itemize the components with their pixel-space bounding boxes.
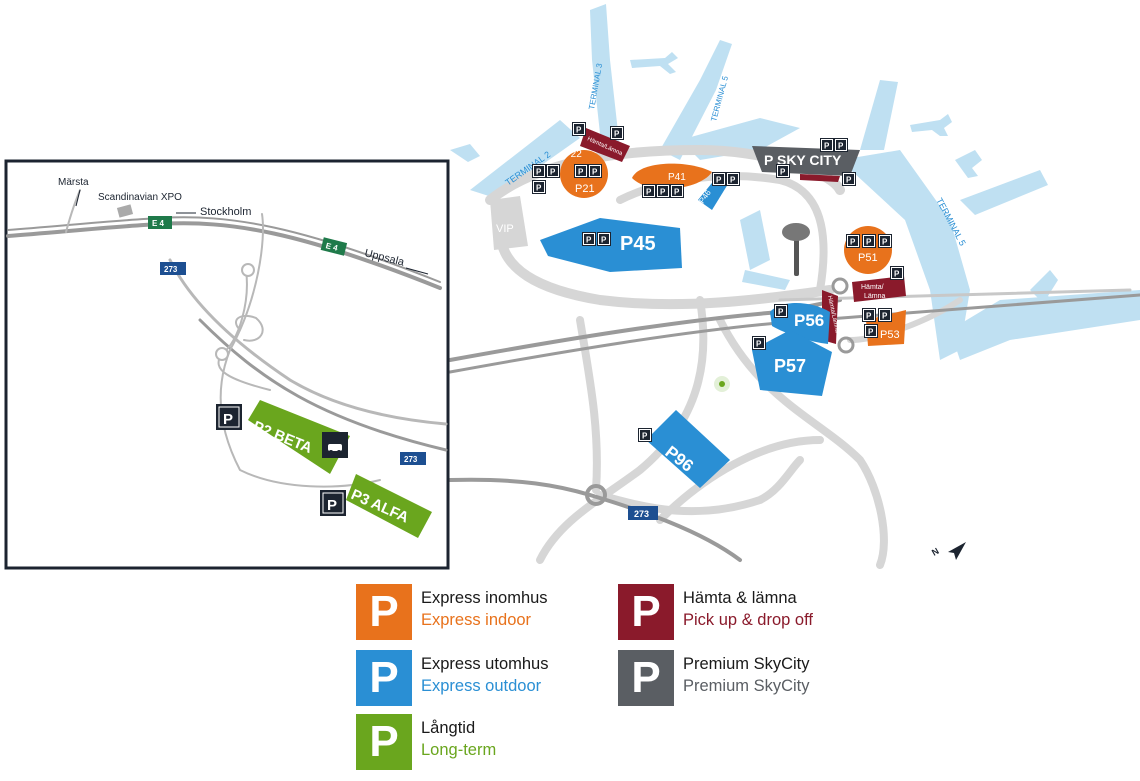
pickup-strip — [800, 174, 840, 182]
legend-label-en: Express indoor — [421, 611, 532, 629]
roundabout — [837, 336, 855, 354]
plane-icon — [450, 52, 1060, 308]
legend-pickup: P Hämta & lämna Pick up & drop off — [618, 584, 813, 640]
legend-label-en: Express outdoor — [421, 677, 542, 695]
place-xpo: Scandinavian XPO — [98, 192, 182, 203]
legend-premium: P Premium SkyCity Premium SkyCity — [618, 650, 810, 706]
lot-p21-label: P21 — [575, 183, 595, 195]
lot-p96[interactable] — [646, 410, 730, 488]
road-273-sign — [628, 506, 658, 520]
legend-label-sv: Express utomhus — [421, 655, 549, 673]
lot-p51-label: P51 — [858, 252, 878, 264]
lot-p22-label: P22 — [564, 149, 582, 160]
legend-swatch: P — [618, 650, 674, 706]
place-stockholm: Stockholm — [200, 206, 251, 218]
flower-icon — [714, 376, 730, 392]
parking-icon: P — [216, 404, 242, 430]
svg-text:N: N — [930, 546, 941, 558]
lot-p56-label: P56 — [794, 311, 824, 330]
legend-swatch: P — [356, 584, 412, 640]
svg-text:E 4: E 4 — [325, 241, 339, 253]
pickup-p22[interactable] — [580, 128, 630, 162]
legend-long-term: P Långtid Long-term — [356, 714, 496, 770]
terminal-buildings — [470, 4, 1140, 360]
lot-sky-city-label: P SKY CITY — [764, 152, 842, 168]
svg-text:P: P — [223, 411, 233, 428]
svg-text:E 4: E 4 — [152, 219, 165, 228]
airport-map[interactable]: P VI — [0, 0, 1140, 580]
inset-roundabout — [215, 347, 229, 361]
roundabout — [831, 277, 849, 295]
pickup-p51-label-1: Hämta/ — [861, 284, 884, 291]
parking-icon: P — [320, 490, 346, 516]
lot-p51[interactable] — [844, 226, 892, 274]
lot-p57-label: P57 — [774, 356, 806, 376]
e4-sign — [148, 216, 172, 229]
road-273-label: 273 — [634, 509, 649, 519]
svg-text:273: 273 — [404, 455, 418, 464]
pickup-p51-label-2: Lämna — [864, 293, 886, 300]
legend-swatch: P — [356, 714, 412, 770]
road-273-sign — [400, 452, 426, 465]
arrow-icon — [75, 189, 81, 207]
lot-p53-label: P53 — [880, 329, 900, 341]
svg-text:273: 273 — [164, 265, 178, 274]
vip-area — [490, 196, 528, 250]
svg-text:P: P — [327, 497, 337, 514]
legend-label-sv: Premium SkyCity — [683, 655, 810, 673]
vip-label: VIP — [496, 223, 514, 235]
control-tower-icon — [782, 223, 810, 276]
lot-p45-label: P45 — [620, 233, 656, 255]
inset-roundabout — [241, 263, 255, 277]
north-arrow-icon: N — [930, 542, 966, 560]
legend: P Express inomhus Express indoor P Expre… — [356, 584, 916, 776]
road-273-sign — [160, 262, 186, 275]
legend-label-en: Long-term — [421, 741, 497, 759]
legend-label-sv: Hämta & lämna — [683, 589, 797, 607]
lot-p57[interactable] — [752, 330, 832, 396]
legend-label-sv: Express inomhus — [421, 589, 548, 607]
legend-label-en: Pick up & drop off — [683, 611, 813, 629]
lot-p41-label: P41 — [668, 172, 686, 183]
legend-swatch: P — [356, 650, 412, 706]
e4-sign — [320, 237, 348, 256]
arrow-icon — [405, 267, 429, 275]
legend-label-en: Premium SkyCity — [683, 677, 810, 695]
car-icon — [322, 432, 348, 458]
place-marsta: Märsta — [58, 177, 89, 188]
legend-express-indoor: P Express inomhus Express indoor — [356, 584, 548, 640]
legend-express-outdoor: P Express utomhus Express outdoor — [356, 650, 548, 706]
xpo-building — [116, 204, 134, 218]
legend-swatch: P — [618, 584, 674, 640]
roundabout — [585, 484, 607, 506]
pickup-p51[interactable] — [852, 276, 906, 302]
lot-p3-alfa[interactable] — [346, 474, 432, 538]
lot-p41[interactable] — [632, 163, 712, 189]
legend-label-sv: Långtid — [421, 719, 476, 737]
